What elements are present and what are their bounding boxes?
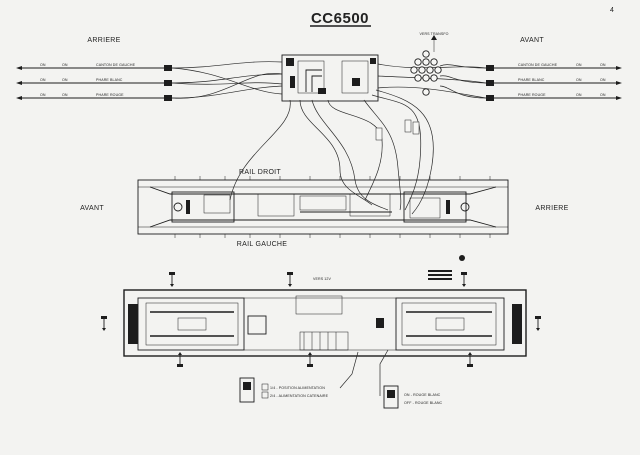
loco-body-top-view <box>137 179 509 235</box>
connector-label: VERS TRANSFO <box>419 32 448 36</box>
connector-socket <box>422 50 430 58</box>
top-rear-label: ARRIERE <box>87 37 120 44</box>
right-wire-tag-b: ON <box>600 93 606 97</box>
left-wire-2: ON ON PHARE BLANC <box>16 73 283 86</box>
bottom-chassis-section: VERS 12V <box>101 255 541 409</box>
left-wire-name: PHARE BLANC <box>96 78 123 82</box>
top-wiring-section: ARRIERE AVANT VERS TRANSFO ON ON CANTON DE… <box>16 32 622 215</box>
right-switch-note-2: OFF - ROUGE BLANC <box>404 401 443 405</box>
right-wire-tag-a: ON <box>576 78 582 82</box>
chassis-pin <box>101 316 107 331</box>
connector-socket <box>430 58 438 66</box>
middle-front-label: AVANT <box>80 205 104 212</box>
connector-socket <box>422 58 430 66</box>
connector-socket <box>414 58 422 66</box>
middle-loco-section: RAIL DROIT RAIL GAUCHE AVANT ARRIERE <box>80 169 568 248</box>
left-wire-name: CANTON DE GAUCHE <box>96 63 136 67</box>
chassis-pin <box>307 352 313 367</box>
right-wire-2: PHARE BLANC ON ON <box>377 75 622 86</box>
chassis-pin <box>535 316 541 331</box>
right-switch-note-1: ON - ROUGE BLANC <box>404 393 441 397</box>
middle-rear-label: ARRIERE <box>535 205 568 212</box>
chassis-outline <box>123 289 527 357</box>
connector-socket <box>426 66 434 74</box>
page-mark: 4 <box>610 7 614 14</box>
round-connector-block <box>410 50 442 96</box>
left-wire-1: ON ON CANTON DE GAUCHE <box>16 61 283 95</box>
board-to-loco-cables <box>229 89 434 215</box>
right-wire-3: PHARE ROUGE ON ON <box>377 85 622 101</box>
right-wire-tag-b: ON <box>600 63 606 67</box>
left-switch-note-1: 1/4 - POSITION ALIMENTATION <box>270 386 325 390</box>
rail-right-label: RAIL DROIT <box>239 169 281 176</box>
connector-socket <box>422 74 430 82</box>
chassis-pin <box>177 352 183 367</box>
right-wire-name: PHARE BLANC <box>518 78 545 82</box>
connector-socket <box>414 74 422 82</box>
stripe-marker <box>428 270 452 280</box>
connector-socket <box>430 74 438 82</box>
right-wire-name: CANTON DE GAUCHE <box>518 63 558 67</box>
left-wire-tag-b: ON <box>62 78 68 82</box>
left-wire-tag-a: ON <box>40 63 46 67</box>
left-wire-bundle: ON ON CANTON DE GAUCHE ON ON PHARE BLANC ON ON P… <box>16 61 283 101</box>
right-wire-tag-a: ON <box>576 63 582 67</box>
left-wire-tag-a: ON <box>40 93 46 97</box>
chassis-pin <box>467 352 473 367</box>
left-wire-tag-b: ON <box>62 93 68 97</box>
chassis-pin <box>287 272 293 287</box>
chassis-screw-pins <box>101 255 541 367</box>
connector-socket <box>434 66 442 74</box>
chassis-voltage-label: VERS 12V <box>313 277 331 281</box>
left-wire-tag-a: ON <box>40 78 46 82</box>
right-switch-diagram: ON - ROUGE BLANC OFF - ROUGE BLANC <box>379 349 443 409</box>
right-wire-name: PHARE ROUGE <box>518 93 546 97</box>
left-wire-3: ON ON PHARE ROUGE <box>16 72 283 101</box>
rail-left-label: RAIL GAUCHE <box>237 241 288 248</box>
connector-socket <box>418 66 426 74</box>
left-switch-note-2: 2/4 - ALIMENTATION CATENAIRE <box>270 394 329 398</box>
left-wire-tag-b: ON <box>62 63 68 67</box>
chassis-pin <box>169 272 175 287</box>
left-switch-diagram: 1/4 - POSITION ALIMENTATION 2/4 - ALIMEN… <box>239 351 359 403</box>
right-wire-tag-b: ON <box>600 78 606 82</box>
connector-socket <box>410 66 418 74</box>
left-wire-name: PHARE ROUGE <box>96 93 124 97</box>
loco-edge-markers <box>174 176 491 238</box>
chassis-pin <box>461 272 467 287</box>
connector-arrow-head <box>431 35 437 40</box>
diagram-title: CC6500 <box>311 10 369 27</box>
central-circuit-board <box>281 54 379 102</box>
connector-socket <box>422 88 430 96</box>
top-front-label: AVANT <box>520 37 544 44</box>
right-wire-tag-a: ON <box>576 93 582 97</box>
